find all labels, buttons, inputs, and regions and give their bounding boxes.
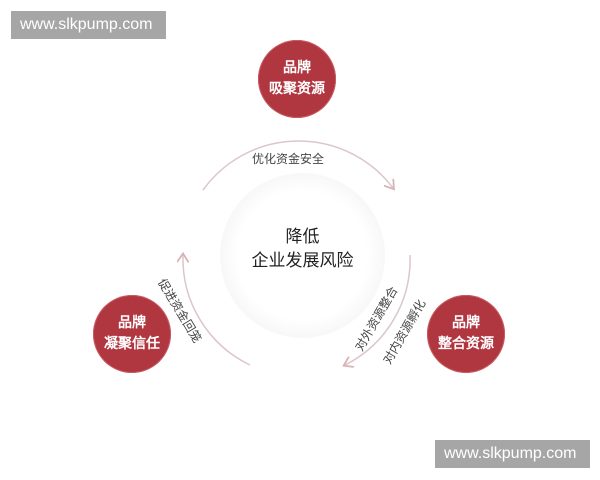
center-line1: 降低 (285, 227, 320, 247)
center-circle (220, 173, 385, 338)
node-right-line1: 品牌 (452, 315, 480, 331)
arc-top (202, 140, 393, 190)
center-line2: 企业发展风险 (251, 251, 354, 271)
watermark-bottom: www.slkpump.com (435, 440, 590, 468)
watermark-top: www.slkpump.com (11, 11, 166, 39)
node-left-line1: 品牌 (118, 315, 146, 331)
node-left-line2: 凝聚信任 (104, 336, 160, 352)
node-brand-attract-resources: 品牌 吸聚资源 (258, 40, 336, 118)
node-brand-integrate-resources: 品牌 整合资源 (427, 295, 505, 373)
node-brand-build-trust: 品牌 凝聚信任 (93, 295, 171, 373)
node-top-line1: 品牌 (283, 60, 311, 76)
arc-label-top: 优化资金安全 (252, 152, 325, 166)
node-top-line2: 吸聚资源 (269, 81, 325, 97)
center-label: 降低 企业发展风险 (220, 225, 385, 273)
arc-right (345, 254, 411, 365)
arc-left (183, 255, 251, 366)
node-right-line2: 整合资源 (438, 336, 494, 352)
